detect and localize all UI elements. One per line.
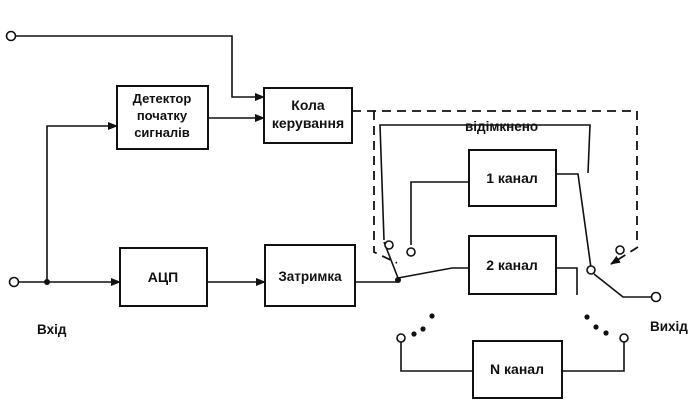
contact-disconnected-out <box>615 245 625 255</box>
top-input-terminal <box>5 30 17 42</box>
adc-label: АЦП <box>148 269 178 285</box>
wire-branch-to-detector <box>46 122 118 282</box>
adc-block: АЦП <box>119 247 208 307</box>
wire-ch2-out <box>556 267 578 295</box>
wire-ch1-in <box>410 181 469 245</box>
wire-top-to-control <box>16 35 265 101</box>
channel-1-block: 1 канал <box>468 149 557 207</box>
control-label-line2: керування <box>272 115 344 131</box>
wire-ch1-out <box>556 173 592 269</box>
contact-chn-out <box>619 333 629 343</box>
control-dashed-line <box>352 110 638 243</box>
ellipsis-dot <box>603 330 609 336</box>
control-block: Кола керування <box>263 87 353 144</box>
contact-ch1-out <box>586 265 596 275</box>
input-terminal <box>8 276 20 288</box>
detector-label-line1: Детектор <box>133 91 192 106</box>
wire-chn-in <box>400 342 473 372</box>
delay-block: Затримка <box>264 244 356 307</box>
detector-label-line3: сигналів <box>134 125 190 140</box>
channel-n-block: N канал <box>472 340 563 399</box>
channel-2-label: 2 канал <box>486 257 538 273</box>
disconnected-label: відімкнено <box>465 119 538 134</box>
wire-disconnected <box>379 124 591 241</box>
detector-label-line2: початку <box>137 108 188 123</box>
ellipsis-dot <box>584 314 590 320</box>
detector-block: Детектор початку сигналів <box>116 85 209 150</box>
output-terminal <box>650 291 662 303</box>
ellipsis-dot <box>593 324 599 330</box>
channel-2-block: 2 канал <box>468 235 557 295</box>
control-dashed-arrow <box>610 246 639 265</box>
contact-ch1-in <box>406 247 416 257</box>
switch-pivot-dot <box>395 277 401 283</box>
control-dashed-left <box>373 111 398 264</box>
contact-disconnected-in <box>384 240 394 250</box>
wire-chn-out <box>562 342 625 372</box>
channel-1-label: 1 канал <box>486 170 538 186</box>
output-label: Вихід <box>650 319 688 334</box>
wire-ch2-in <box>397 267 469 279</box>
input-label: Вхід <box>37 322 67 337</box>
output-switch-blade <box>593 273 652 298</box>
contact-chn-in <box>396 333 406 343</box>
ellipsis-dot <box>411 331 417 337</box>
delay-label: Затримка <box>278 269 342 284</box>
control-label-line1: Кола <box>291 97 325 113</box>
channel-n-label: N канал <box>490 361 544 377</box>
ellipsis-dot <box>420 326 426 332</box>
ellipsis-dot <box>429 313 435 319</box>
junction-input <box>44 279 50 285</box>
